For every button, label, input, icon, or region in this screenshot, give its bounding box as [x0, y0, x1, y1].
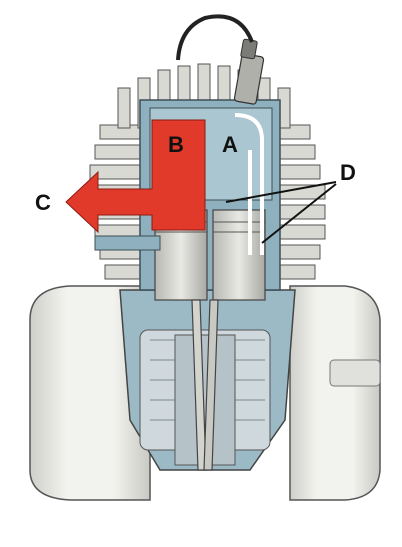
spark-plug-lead	[176, 14, 254, 61]
intake-duct	[94, 235, 161, 251]
label-b: B	[168, 132, 184, 157]
crankcase-right-cover	[289, 285, 381, 501]
spark-plug	[233, 38, 265, 105]
transfer-ports	[234, 113, 264, 255]
label-a: A	[222, 132, 238, 157]
crankcase-center	[119, 289, 296, 471]
label-d: D	[340, 160, 356, 185]
piston-right	[212, 209, 266, 301]
exhaust-flow-arrow	[65, 119, 206, 234]
leader-lines-d	[225, 181, 337, 244]
connecting-rods	[191, 299, 219, 471]
label-c: C	[35, 190, 51, 215]
